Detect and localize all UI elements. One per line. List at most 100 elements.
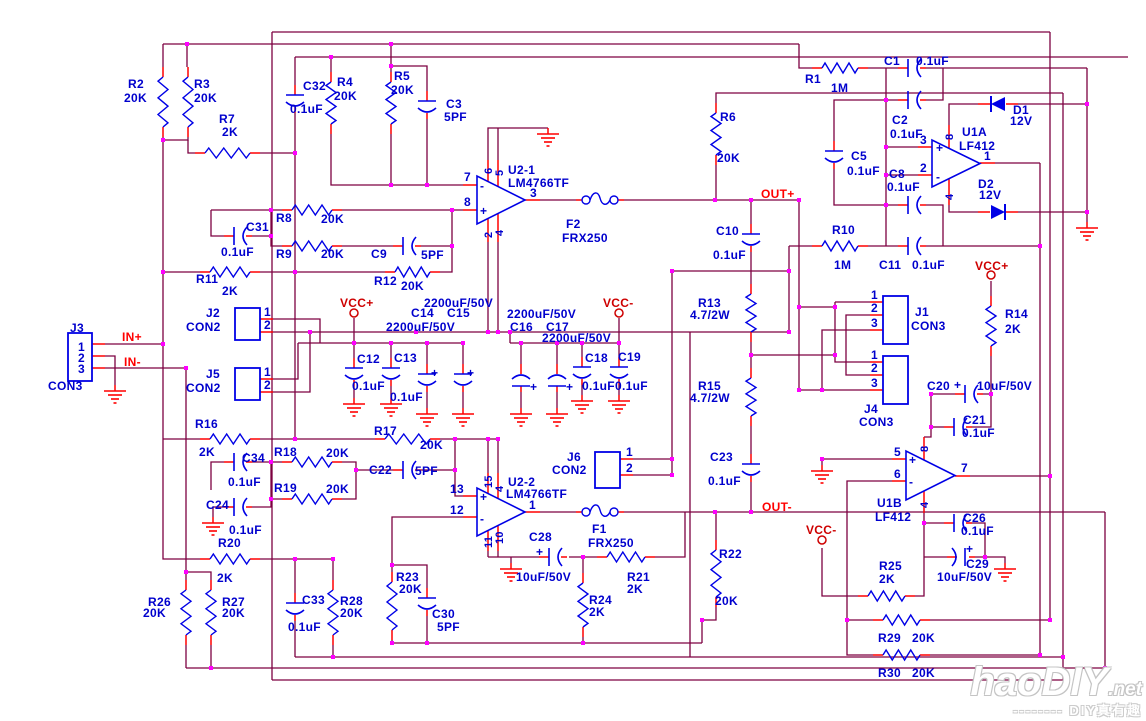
resistor-R25 <box>867 589 906 603</box>
wire <box>391 65 428 91</box>
cap-curve-C32 <box>285 101 305 107</box>
connector-J5 <box>234 367 261 401</box>
junction-dot <box>293 557 297 561</box>
text-label: R18 <box>274 445 297 459</box>
wire <box>187 140 195 154</box>
wire <box>162 140 200 560</box>
text-label: J1 <box>915 305 929 319</box>
watermark-brand: haoDIY <box>970 660 1109 704</box>
wire <box>210 210 224 237</box>
resistor-R30 <box>882 648 921 662</box>
fuse-terminal <box>581 507 591 517</box>
junction-dot <box>820 457 824 461</box>
text-label: R23 <box>396 570 419 584</box>
text-label: R29 <box>878 631 901 645</box>
text-label: 7 <box>464 170 471 184</box>
text-label: 20K <box>717 151 740 165</box>
junction-dot <box>700 618 704 622</box>
text-label: 20K <box>194 91 217 105</box>
text-label: F2 <box>566 217 581 231</box>
text-label: CON3 <box>911 319 946 333</box>
cap-curve-C1 <box>916 58 922 78</box>
text-label: 2200uF/50V <box>424 296 493 310</box>
text-label: F1 <box>592 522 607 536</box>
text-label: 0.1uF <box>962 426 995 440</box>
junction-dot <box>390 641 394 645</box>
junction-dot <box>580 341 584 345</box>
text-label: 5PF <box>415 464 438 478</box>
text-label: 12V <box>1010 114 1032 128</box>
wire <box>186 571 212 580</box>
wire <box>270 210 282 247</box>
text-label: OUT- <box>762 500 792 514</box>
text-label: 5 <box>494 170 506 176</box>
wire <box>948 205 978 213</box>
text-label: R14 <box>1005 307 1028 321</box>
text-label: 2K <box>627 582 643 596</box>
text-label: C30 <box>432 607 455 621</box>
text-label: C19 <box>618 350 641 364</box>
junction-dot <box>884 98 888 102</box>
text-label: 0.1uF <box>961 524 994 538</box>
junction-dot <box>797 388 801 392</box>
text-label: 2K <box>589 605 605 619</box>
text-label: IN- <box>124 355 141 369</box>
text-label: R30 <box>878 666 901 680</box>
text-label: 0.1uF <box>912 258 945 272</box>
wire <box>391 516 463 572</box>
wire <box>252 499 272 508</box>
text-label: VCC+ <box>975 259 1009 273</box>
text-label: R4 <box>337 75 353 89</box>
cap-curve-C16 <box>511 374 531 380</box>
text-label: 20K <box>715 594 738 608</box>
junction-dot <box>787 269 791 273</box>
text-label: 2 <box>78 351 85 365</box>
text-label: VCC- <box>806 523 837 537</box>
text-label: 2K <box>1005 322 1021 336</box>
text-label: J3 <box>70 321 84 335</box>
junction-dot <box>293 270 297 274</box>
junction-dot <box>617 341 621 345</box>
text-label: D2 <box>978 177 994 191</box>
cap-curve-C5 <box>824 157 844 163</box>
text-label: 20K <box>326 446 349 460</box>
cap-curve-C33 <box>285 609 305 615</box>
junction-dot <box>833 305 837 309</box>
text-label: 10uF/50V <box>516 570 571 584</box>
text-label: R26 <box>148 595 171 609</box>
text-label: 0.1uF <box>221 245 254 259</box>
junction-dot <box>1085 102 1089 106</box>
wire <box>273 318 321 343</box>
text-label: R16 <box>195 417 218 431</box>
power-port-icon <box>614 308 624 318</box>
text-label: CON3 <box>48 379 83 393</box>
text-label: R28 <box>340 594 363 608</box>
text-label: 10 <box>494 531 506 544</box>
resistor-R8 <box>291 203 333 217</box>
junction-dot <box>161 270 165 274</box>
text-label: 20K <box>334 89 357 103</box>
junction-dot <box>922 521 926 525</box>
wire <box>440 210 453 273</box>
text-label: 13 <box>450 482 464 496</box>
text-label: 0.1uF <box>228 475 261 489</box>
wire <box>821 329 870 390</box>
text-label: R24 <box>589 593 612 607</box>
text-label: R11 <box>196 272 218 286</box>
cap-curve-C3 <box>417 107 437 113</box>
fuse-terminal <box>609 507 619 517</box>
text-label: 20K <box>912 666 935 680</box>
cap-curve-C8 <box>916 195 922 215</box>
text-label: 3 <box>871 376 878 390</box>
junction-dot <box>713 510 717 514</box>
junction-dot <box>884 145 888 149</box>
text-label: C14 <box>411 306 434 320</box>
text-label: C1 <box>884 54 900 68</box>
text-label: + <box>536 545 543 559</box>
wire <box>846 480 892 656</box>
text-label: 3 <box>871 316 878 330</box>
wire <box>972 394 992 428</box>
text-label: 8 <box>464 195 471 209</box>
text-label: 5PF <box>437 620 460 634</box>
